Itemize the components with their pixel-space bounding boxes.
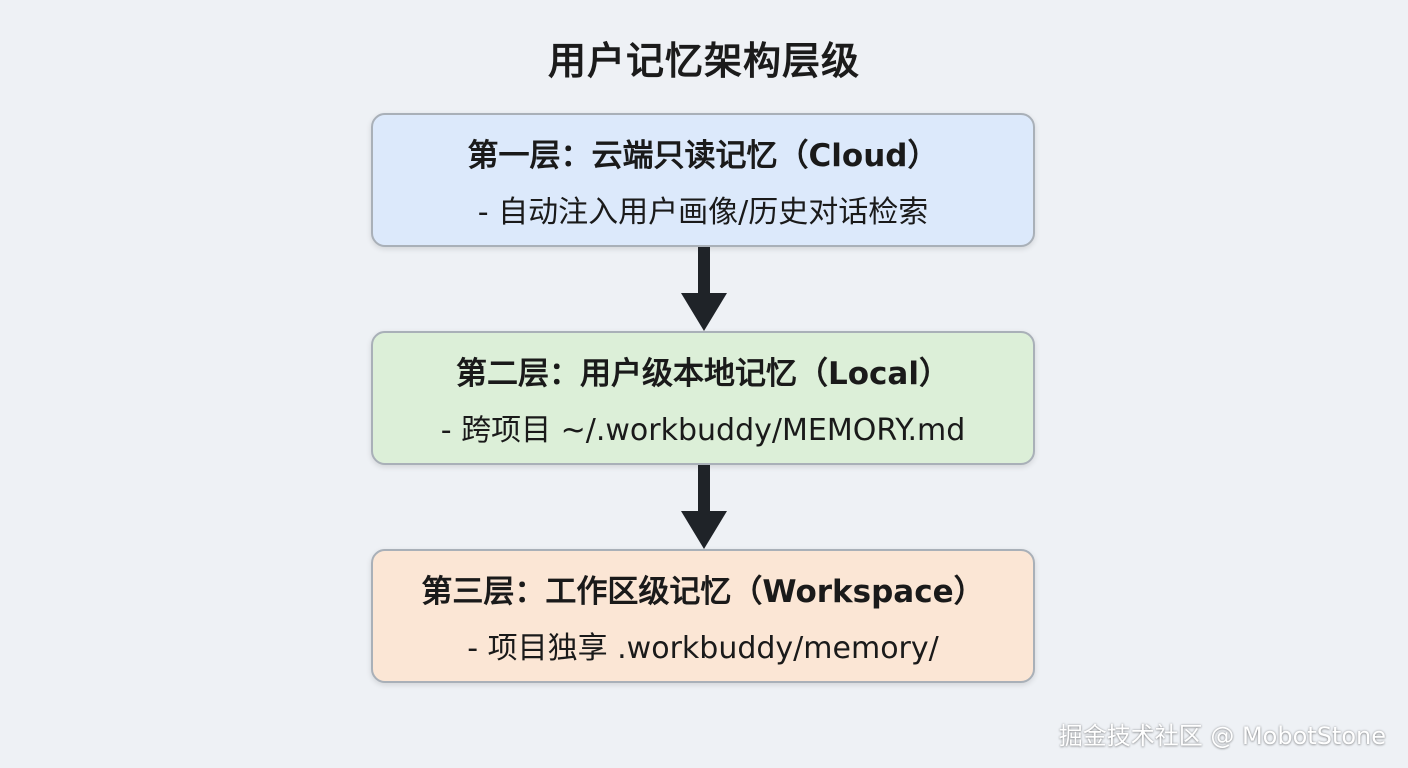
layer-description-workspace: - 项目独享 .workbuddy/memory/ xyxy=(467,630,939,666)
arrow-down-icon xyxy=(681,465,727,549)
page-title: 用户记忆架构层级 xyxy=(547,39,860,83)
arrow-down-icon xyxy=(681,247,727,331)
layer-heading-local: 第二层：用户级本地记忆（Local） xyxy=(456,355,950,392)
layer-box-local: 第二层：用户级本地记忆（Local） - 跨项目 ~/.workbuddy/ME… xyxy=(371,331,1035,465)
layer-description-local: - 跨项目 ~/.workbuddy/MEMORY.md xyxy=(440,412,966,448)
watermark: 掘金技术社区 @ MobotStone xyxy=(1058,722,1386,750)
layer-heading-cloud: 第一层：云端只读记忆（Cloud） xyxy=(467,137,939,174)
layer-description-cloud: - 自动注入用户画像/历史对话检索 xyxy=(477,194,929,230)
layer-box-cloud: 第一层：云端只读记忆（Cloud） - 自动注入用户画像/历史对话检索 xyxy=(371,113,1035,247)
layer-box-workspace: 第三层：工作区级记忆（Workspace） - 项目独享 .workbuddy/… xyxy=(371,549,1035,683)
layer-heading-workspace: 第三层：工作区级记忆（Workspace） xyxy=(421,573,985,610)
